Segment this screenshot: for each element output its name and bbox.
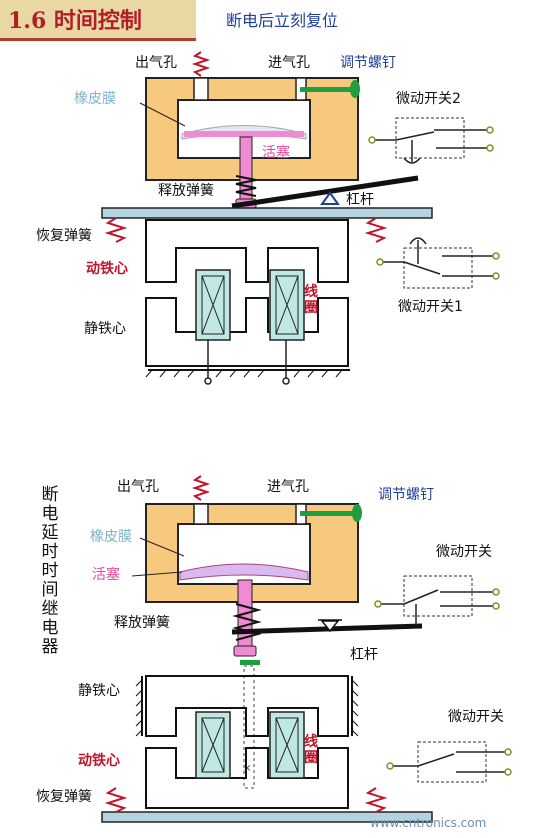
bottom-piston-label: 活塞 (92, 567, 120, 583)
top-release-spring-icon (235, 175, 257, 197)
top-release-spring-label: 释放弹簧 (158, 183, 214, 199)
bottom-static-core-label: 静铁心 (78, 683, 120, 699)
section-title-banner: 1.6 时间控制 (0, 0, 196, 41)
bottom-vertical-title: 断电延时时间继电器 (41, 485, 59, 657)
top-micro-switch-1-label: 微动开关1 (398, 299, 463, 315)
bottom-static-mount (135, 676, 359, 737)
bottom-air-inlet-label: 进气孔 (267, 479, 309, 495)
top-heading: 断电后立刻复位 (226, 11, 339, 30)
bottom-micro-switch-a (374, 575, 500, 626)
section-title: 1.6 时间控制 (8, 8, 142, 34)
bottom-air-outlet-label: 出气孔 (117, 479, 159, 495)
bottom-air-chamber (145, 503, 359, 657)
bottom-fulcrum-icon (320, 620, 340, 633)
top-air-inlet-label: 进气孔 (268, 55, 310, 71)
bottom-return-spring-right-icon (364, 787, 388, 813)
bottom-release-spring-icon (232, 603, 262, 641)
bottom-release-spring-label: 释放弹簧 (114, 615, 170, 631)
bottom-static-core (145, 675, 349, 737)
top-air-chamber (145, 77, 359, 209)
bottom-micro-switch-a-label: 微动开关 (436, 544, 492, 560)
top-return-spring-right-icon (364, 217, 388, 243)
bottom-coils (195, 711, 305, 779)
top-return-spring-left-icon (104, 217, 128, 243)
bottom-return-spring-left-icon (104, 787, 128, 813)
top-lever (231, 175, 419, 209)
top-moving-core-label: 动铁心 (86, 261, 128, 277)
svg-text:×: × (243, 763, 251, 774)
bottom-adjust-screw-icon (300, 504, 362, 522)
top-fulcrum-icon (320, 191, 340, 205)
bottom-moving-core-label: 动铁心 (78, 753, 120, 769)
top-outlet-spring-icon (191, 51, 211, 77)
top-static-core-label: 静铁心 (84, 321, 126, 337)
top-return-spring-label: 恢复弹簧 (36, 228, 92, 244)
bottom-adjust-screw-label: 调节螺钉 (378, 487, 434, 503)
top-micro-switch-2 (368, 117, 494, 164)
top-air-outlet-label: 出气孔 (135, 55, 177, 71)
bottom-plate (101, 811, 433, 823)
bottom-lever (231, 623, 423, 635)
top-micro-switch-2-label: 微动开关2 (396, 91, 461, 107)
bottom-return-spring-label: 恢复弹簧 (36, 789, 92, 805)
top-membrane-label: 橡皮膜 (74, 91, 116, 107)
top-static-core (145, 297, 349, 367)
bottom-outlet-spring-icon (191, 475, 211, 501)
top-coils (195, 269, 305, 385)
top-ground (145, 369, 350, 378)
bottom-micro-switch-b (386, 741, 512, 783)
top-adjust-screw-label: 调节螺钉 (340, 55, 396, 71)
top-piston-label: 活塞 (262, 145, 290, 161)
top-moving-core (145, 219, 349, 283)
bottom-lever-label: 杠杆 (350, 647, 378, 663)
bottom-moving-core (145, 747, 349, 809)
bottom-membrane-label: 橡皮膜 (90, 529, 132, 545)
watermark: www.cntronics.com (370, 816, 487, 830)
top-plate (101, 207, 433, 219)
bottom-micro-switch-b-label: 微动开关 (448, 709, 504, 725)
top-coil-label: 线圈 (304, 284, 318, 316)
top-adjust-screw-icon (300, 80, 360, 98)
top-lever-label: 杠杆 (346, 192, 374, 208)
bottom-coil-label: 线圈 (304, 734, 318, 766)
top-micro-switch-1 (376, 237, 500, 289)
